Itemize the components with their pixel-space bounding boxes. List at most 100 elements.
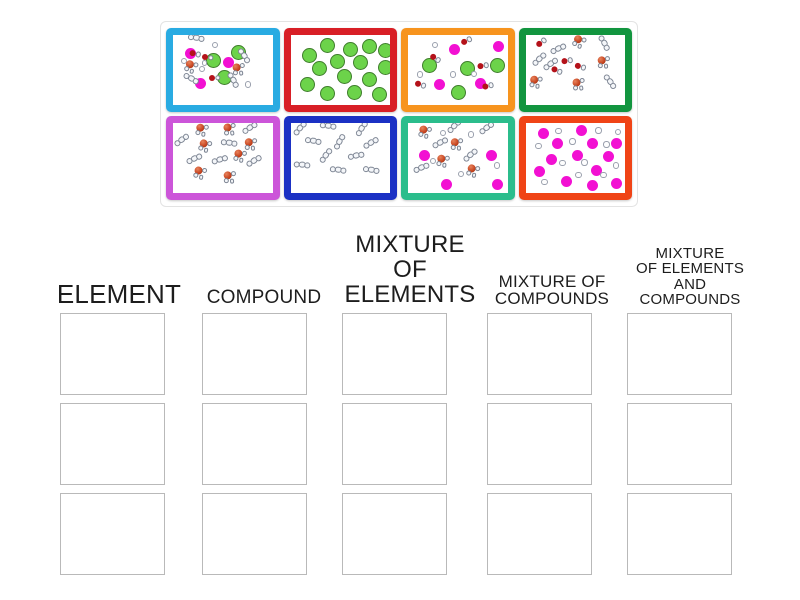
atom-magenta xyxy=(433,79,445,91)
card-4[interactable] xyxy=(518,28,632,112)
atom-gray xyxy=(215,75,221,81)
atom-gray xyxy=(559,42,567,51)
atom-green xyxy=(320,37,336,53)
atom-magenta xyxy=(485,149,497,161)
atom-white xyxy=(416,71,424,78)
dropzone-r1-c1[interactable] xyxy=(60,313,165,395)
atom-gray xyxy=(444,155,451,162)
atom-white xyxy=(201,60,208,66)
atom-gray xyxy=(572,85,579,92)
atom-gray xyxy=(576,43,583,50)
category-label-mixture-of-compounds: MIXTURE OF COMPOUNDS xyxy=(494,271,610,309)
dropzone-r1-c4[interactable] xyxy=(487,313,592,395)
atom-gray xyxy=(357,151,365,159)
card-7[interactable] xyxy=(401,116,515,200)
atom-green xyxy=(353,55,369,71)
atom-white xyxy=(470,70,478,78)
atom-gray xyxy=(220,154,228,162)
card-5[interactable] xyxy=(166,116,280,200)
atom-gray xyxy=(304,162,311,168)
atom-gray xyxy=(529,82,535,88)
atom-white xyxy=(615,128,622,135)
card-1[interactable] xyxy=(166,28,280,112)
atom-green xyxy=(302,47,318,63)
dropzone-r3-c3[interactable] xyxy=(342,493,447,575)
atom-magenta xyxy=(440,179,452,190)
card-2[interactable] xyxy=(283,28,397,112)
dropzone-r1-c5[interactable] xyxy=(627,313,732,395)
dropzone-r2-c1[interactable] xyxy=(60,403,165,485)
atom-green xyxy=(450,85,466,101)
atom-green xyxy=(320,86,336,102)
atom-gray xyxy=(457,138,464,144)
atom-magenta xyxy=(591,165,603,176)
atom-red xyxy=(202,54,209,61)
dropzone-r2-c2[interactable] xyxy=(202,403,307,485)
dropzone-r3-c2[interactable] xyxy=(202,493,307,575)
dropzone-r2-c3[interactable] xyxy=(342,403,447,485)
atom-gray xyxy=(556,67,564,75)
atom-gray xyxy=(230,140,237,147)
card-8[interactable] xyxy=(518,116,632,200)
atom-gray xyxy=(223,130,229,137)
card-tray xyxy=(160,21,638,207)
card-canvas xyxy=(290,123,390,193)
atom-gray xyxy=(192,172,199,179)
atom-gray xyxy=(198,174,204,180)
atom-magenta xyxy=(546,153,558,165)
card-3[interactable] xyxy=(401,28,515,112)
atom-white xyxy=(211,42,219,49)
dropzone-r2-c4[interactable] xyxy=(487,403,592,485)
atom-white xyxy=(569,138,576,145)
atom-magenta xyxy=(474,77,486,89)
atom-gray xyxy=(539,51,548,60)
atom-gray xyxy=(470,172,477,178)
card-canvas xyxy=(408,123,508,193)
atom-green xyxy=(343,42,359,57)
atom-gray xyxy=(422,161,430,170)
atom-gray xyxy=(603,63,609,69)
dropzone-r3-c5[interactable] xyxy=(627,493,732,575)
atom-green xyxy=(362,38,378,54)
atom-gray xyxy=(194,152,203,160)
atom-gray xyxy=(232,70,238,76)
atom-white xyxy=(595,127,602,134)
atom-gray xyxy=(450,145,456,151)
atom-gray xyxy=(251,138,258,144)
atom-gray xyxy=(417,131,424,138)
dropzone-r3-c4[interactable] xyxy=(487,493,592,575)
atom-magenta xyxy=(587,180,599,192)
atom-green xyxy=(330,53,346,69)
card-canvas xyxy=(525,123,625,193)
atom-gray xyxy=(420,82,427,90)
card-grid xyxy=(166,28,632,200)
atom-gray xyxy=(208,54,214,61)
dropzone-r2-c5[interactable] xyxy=(627,403,732,485)
atom-white xyxy=(613,162,620,169)
atom-magenta xyxy=(572,150,584,162)
atom-magenta xyxy=(561,175,573,187)
atom-gray xyxy=(373,167,380,175)
atom-gray xyxy=(203,147,209,153)
atom-red xyxy=(209,74,216,81)
atom-gray xyxy=(340,167,347,174)
dropzone-r3-c1[interactable] xyxy=(60,493,165,575)
atom-magenta xyxy=(552,138,564,150)
atom-white xyxy=(581,159,588,166)
dropzone-r1-c3[interactable] xyxy=(342,313,447,395)
atom-white xyxy=(429,158,437,165)
atom-gray xyxy=(435,161,442,167)
atom-white xyxy=(244,81,252,88)
dropzone-grid xyxy=(50,310,756,576)
dropzone-r1-c2[interactable] xyxy=(202,313,307,395)
atom-white xyxy=(535,142,542,149)
atom-gray xyxy=(230,123,237,129)
atom-gray xyxy=(238,157,244,163)
atom-gray xyxy=(609,81,618,90)
card-6[interactable] xyxy=(283,116,397,200)
atom-gray xyxy=(538,76,544,83)
atom-gray xyxy=(604,55,611,62)
atom-magenta xyxy=(448,44,460,56)
atom-white xyxy=(559,160,566,167)
